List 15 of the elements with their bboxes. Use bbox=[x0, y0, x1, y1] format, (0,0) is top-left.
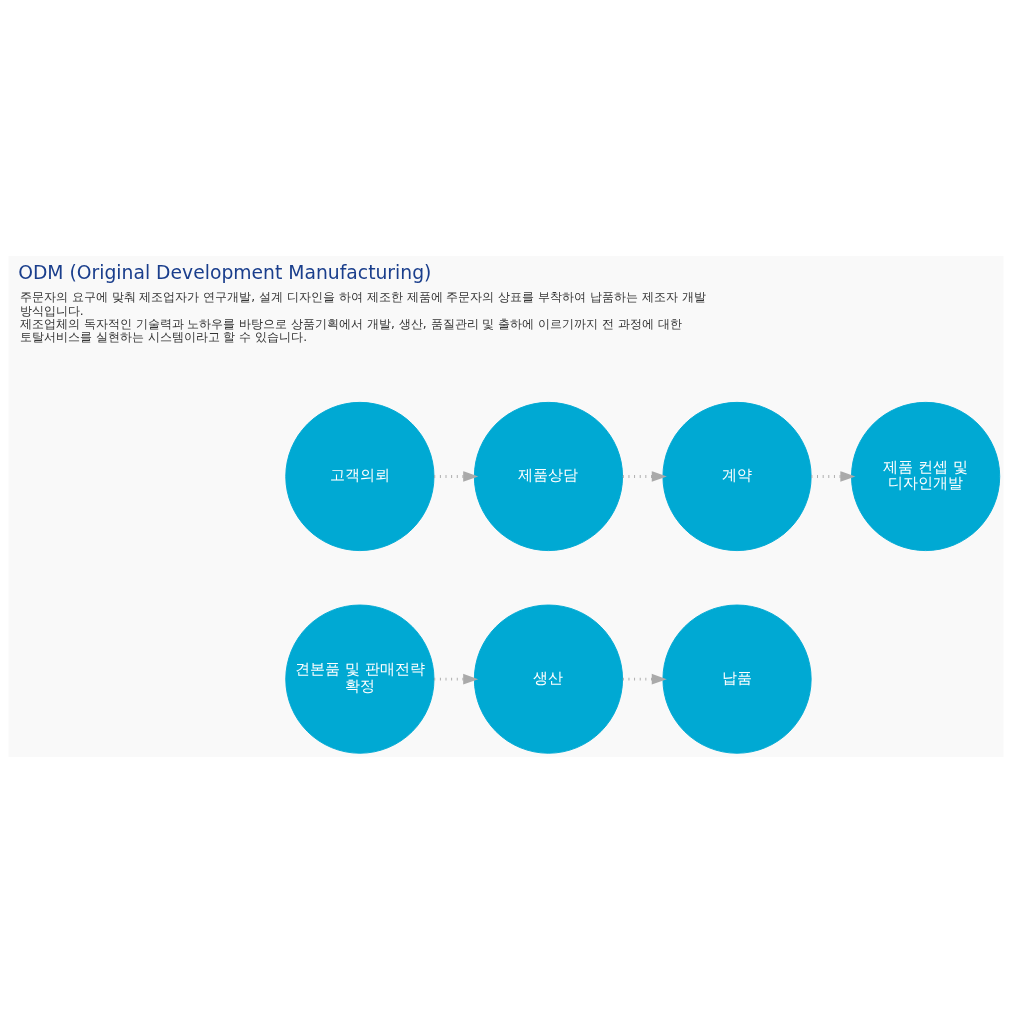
node-circle: 생산 bbox=[473, 604, 624, 754]
node-circle: 납품 bbox=[662, 604, 812, 754]
arrow bbox=[811, 470, 856, 482]
node-circle: 제품상담 bbox=[473, 401, 624, 551]
label: 제조업체의 독자적인 기술력과 노하우를 바탕으로 상품기획에서 개발, 생산, 품질관리 및 출하에 이르기까지 전 과정에 대한 토탈서비스를 실현하는 시스템이라고 할 수 있습니다. bbox=[19, 316, 682, 344]
arrow bbox=[434, 470, 479, 482]
arrow bbox=[622, 673, 667, 684]
node-circle: 고객의뢰 bbox=[285, 401, 435, 551]
node-circle: 계약 bbox=[662, 401, 812, 551]
node-circle: 제품 컨셉 및 디자인개발 bbox=[851, 401, 1001, 551]
label: 주문자의 요구에 맞춰 제조업자가 연구개발, 설계 디자인을 하여 제조한 제품에 주문자의 상표를 부착하여 납품하는 제조자 개발 방식입니다. bbox=[19, 289, 706, 318]
arrow bbox=[434, 673, 479, 684]
node-circle: 견본품 및 판매전략 확정 bbox=[285, 604, 435, 754]
arrow bbox=[622, 470, 667, 482]
diagram-title: ODM (Original Development Manufacturing) bbox=[18, 261, 432, 283]
